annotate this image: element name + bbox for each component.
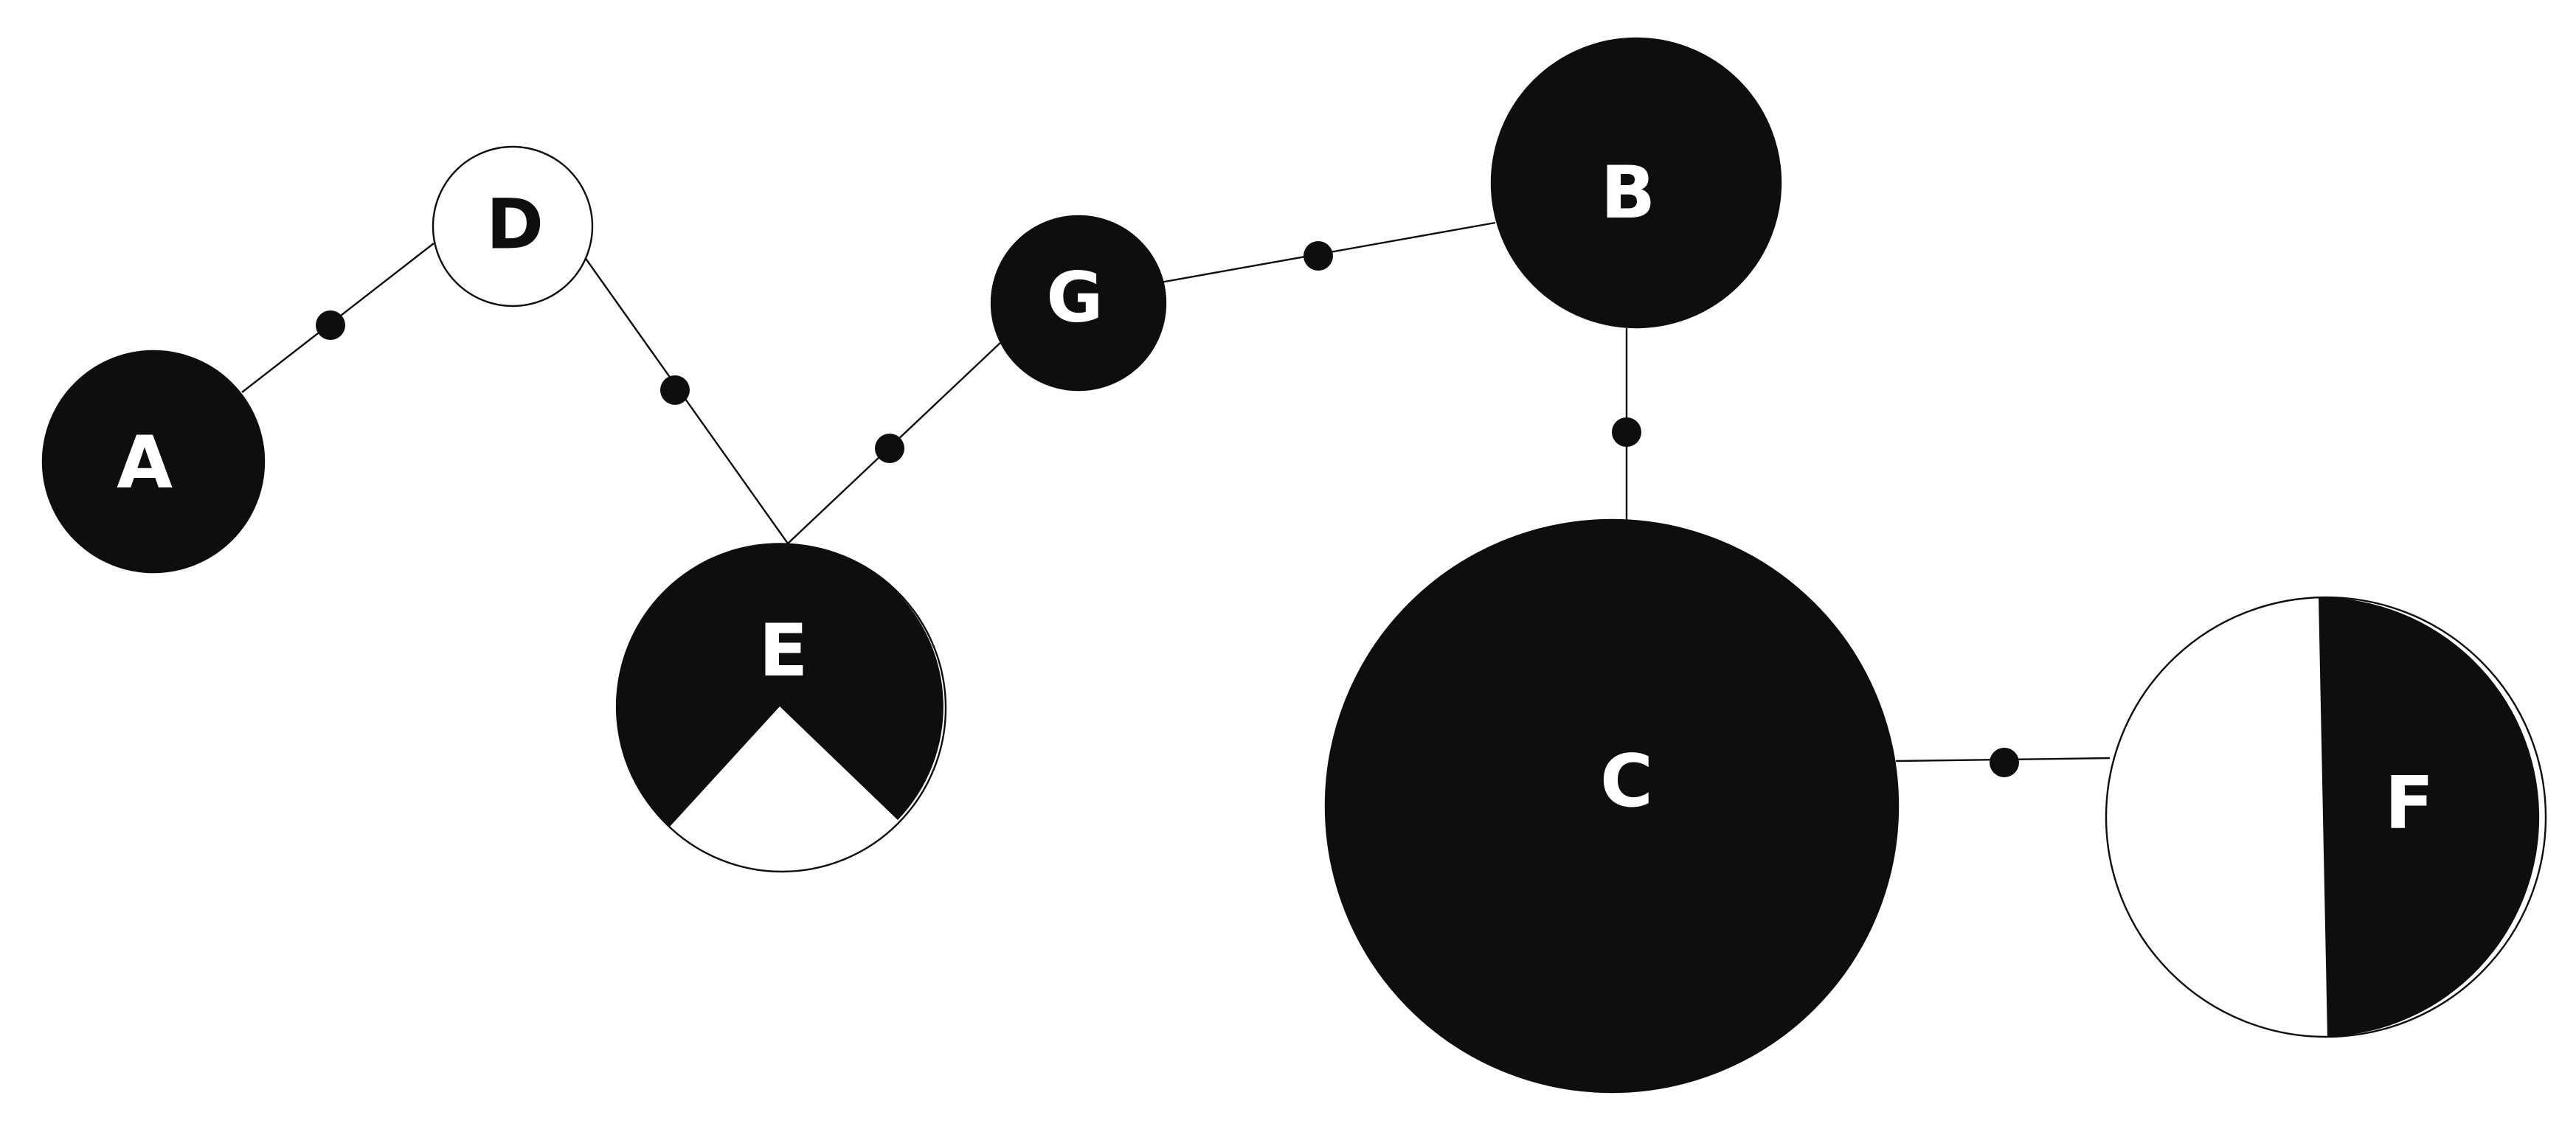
node-e-label: E	[759, 609, 809, 693]
node-c: C	[1324, 518, 1900, 1094]
mutation-dots-layer	[316, 241, 2019, 777]
node-b-circle	[1490, 37, 1782, 329]
mutation-dot-e-g	[875, 434, 904, 463]
node-g-circle	[990, 215, 1167, 392]
mutation-dot-a-d	[316, 310, 345, 340]
node-e: E	[615, 543, 947, 873]
node-f: F	[2105, 596, 2547, 1038]
node-a-label: A	[117, 421, 173, 505]
node-a-circle	[41, 350, 266, 574]
node-f-label: F	[2385, 762, 2434, 846]
node-d-label: D	[486, 185, 544, 265]
node-c-circle	[1324, 518, 1900, 1094]
node-b-label: B	[1601, 151, 1656, 235]
mutation-dot-g-b	[1303, 241, 1333, 271]
node-f-filled-half	[2319, 597, 2540, 1037]
node-b: B	[1490, 37, 1782, 329]
mutation-dot-c-f	[1990, 748, 2019, 777]
node-d-circle	[432, 145, 594, 308]
node-c-label: C	[1600, 740, 1653, 824]
mutation-dot-b-c	[1612, 417, 1641, 447]
node-a: A	[41, 350, 266, 574]
node-e-filled-sector	[615, 543, 944, 827]
node-g: G	[990, 215, 1167, 392]
node-d: D	[432, 145, 594, 308]
mutation-dot-d-e	[660, 375, 690, 405]
node-g-label: G	[1046, 258, 1103, 338]
